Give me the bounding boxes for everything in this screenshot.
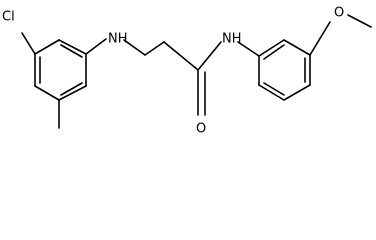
carbonyl-oxygen-label: O [196,122,206,137]
right-ring [258,39,311,101]
left-ring [34,39,87,101]
amine-nh-label: NH [108,32,128,47]
amide-chain [144,41,260,116]
structure-diagram: Cl NH NH O O [2,6,372,137]
methoxy-group [309,14,372,56]
chlorine-label: Cl [2,10,15,25]
methoxy-oxygen-label: O [334,6,344,21]
amide-nh-label: NH [222,32,242,47]
left-substituents [21,32,146,129]
